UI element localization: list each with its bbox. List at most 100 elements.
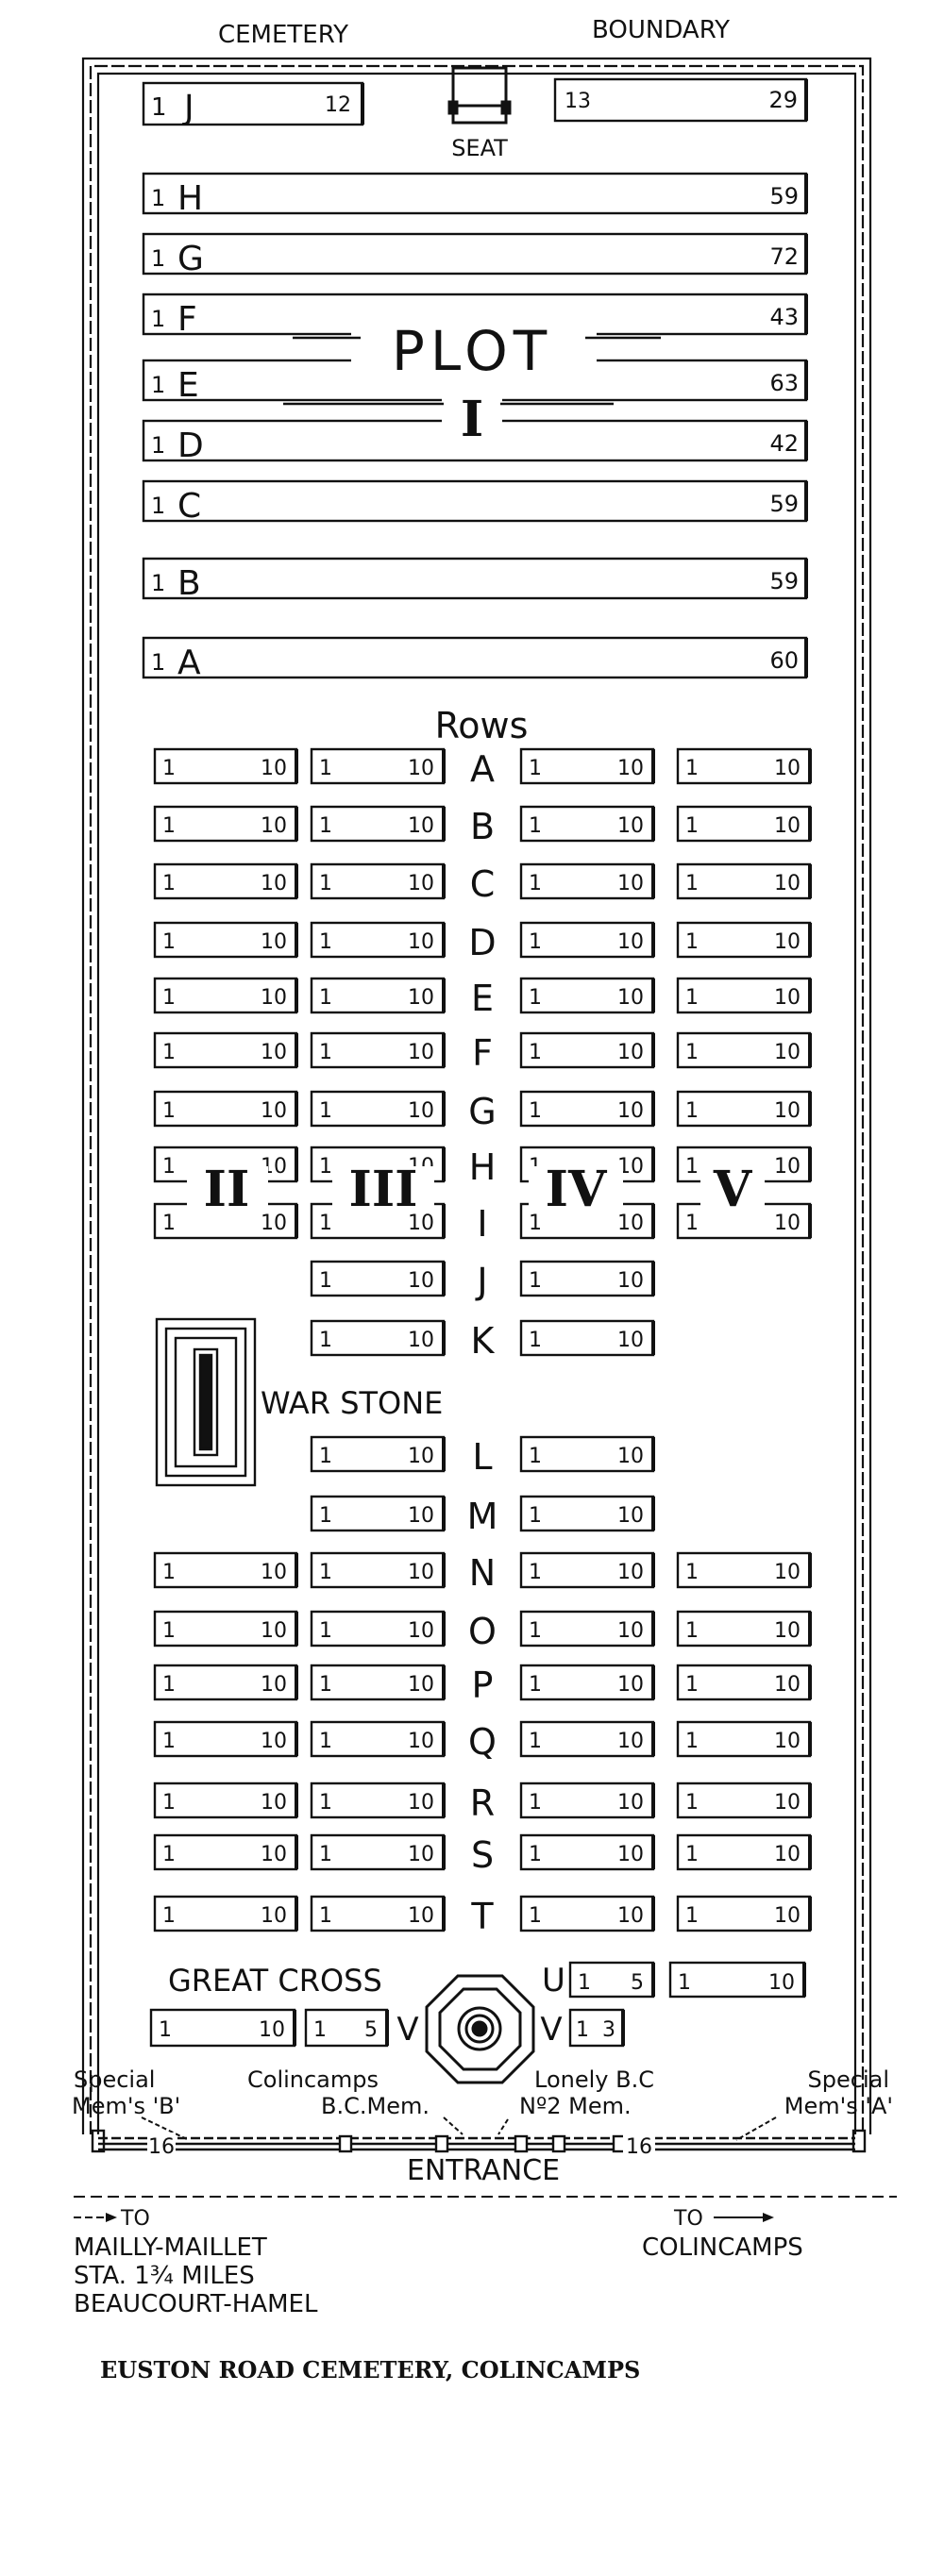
svg-text:G: G	[177, 240, 204, 278]
row-letter-j: J	[475, 1261, 487, 1302]
header-boundary: BOUNDARY	[592, 16, 730, 44]
svg-text:10: 10	[617, 986, 644, 1010]
svg-text:10: 10	[774, 872, 801, 895]
row-v: 1 10 1 5 V V 1 3	[149, 2008, 625, 2049]
svg-text:1: 1	[529, 1099, 542, 1123]
svg-text:10: 10	[261, 1730, 287, 1753]
row-letter-n: N	[469, 1552, 496, 1594]
svg-text:J: J	[182, 89, 194, 127]
svg-text:1: 1	[685, 1041, 699, 1064]
svg-text:10: 10	[617, 1041, 644, 1064]
row-letter-a: A	[470, 748, 495, 790]
svg-text:10: 10	[408, 1269, 434, 1293]
row-letter-r: R	[470, 1782, 495, 1824]
direction-left: TO MAILLY-MAILLET STA. 1¾ MILES BEAUCOUR…	[74, 2207, 318, 2318]
svg-text:1: 1	[529, 1329, 542, 1352]
svg-text:1: 1	[529, 1445, 542, 1468]
svg-text:10: 10	[261, 1561, 287, 1584]
svg-text:1: 1	[159, 2018, 172, 2042]
svg-text:10: 10	[774, 1155, 801, 1179]
row-letter-h: H	[469, 1146, 497, 1188]
svg-text:1: 1	[529, 1730, 542, 1753]
svg-text:1: 1	[685, 1730, 699, 1753]
svg-text:10: 10	[774, 1730, 801, 1753]
svg-text:10: 10	[261, 1212, 287, 1235]
svg-text:10: 10	[774, 930, 801, 954]
svg-text:59: 59	[769, 183, 799, 209]
svg-text:13: 13	[565, 90, 591, 113]
svg-text:1: 1	[319, 1212, 332, 1235]
svg-text:1: 1	[162, 986, 176, 1010]
svg-text:10: 10	[408, 1619, 434, 1643]
svg-text:1: 1	[529, 930, 542, 954]
svg-text:1: 1	[319, 1730, 332, 1753]
svg-text:10: 10	[261, 986, 287, 1010]
svg-text:59: 59	[769, 568, 799, 594]
svg-text:1: 1	[319, 1843, 332, 1866]
svg-text:Colincamps: Colincamps	[247, 2066, 379, 2093]
svg-text:Special: Special	[808, 2066, 889, 2093]
svg-text:10: 10	[259, 2018, 285, 2042]
svg-text:10: 10	[617, 1673, 644, 1697]
svg-text:1: 1	[529, 1561, 542, 1584]
svg-text:STA. 1¾ MILES: STA. 1¾ MILES	[74, 2262, 255, 2290]
svg-text:1: 1	[319, 930, 332, 954]
svg-text:1: 1	[151, 245, 165, 272]
svg-text:1: 1	[319, 1673, 332, 1697]
svg-text:12: 12	[325, 93, 351, 117]
svg-text:1: 1	[685, 1673, 699, 1697]
svg-text:1: 1	[529, 1791, 542, 1815]
svg-text:10: 10	[408, 872, 434, 895]
svg-text:10: 10	[408, 1843, 434, 1866]
svg-text:E: E	[177, 366, 199, 405]
row-letter-t: T	[470, 1896, 494, 1937]
special-memorials-b: Special Mem's 'B'	[72, 2066, 180, 2119]
svg-text:1: 1	[678, 1971, 691, 1995]
svg-text:1: 1	[319, 1619, 332, 1643]
row-letter-i: I	[477, 1203, 487, 1245]
plot-one-row-j-left: 1 J 12	[142, 81, 364, 127]
svg-text:1: 1	[319, 872, 332, 895]
svg-text:Mem's 'A': Mem's 'A'	[784, 2093, 893, 2119]
svg-text:10: 10	[617, 1329, 644, 1352]
plot-four-label: IV	[546, 1161, 608, 1218]
svg-text:10: 10	[408, 1561, 434, 1584]
boundary-count-left: 16	[148, 2135, 175, 2159]
svg-text:PLOT: PLOT	[392, 319, 552, 383]
svg-text:10: 10	[408, 1504, 434, 1528]
direction-right: TO COLINCAMPS	[642, 2207, 803, 2262]
svg-text:10: 10	[261, 1843, 287, 1866]
svg-text:1: 1	[319, 1904, 332, 1928]
svg-text:10: 10	[617, 1269, 644, 1293]
svg-text:1: 1	[162, 814, 176, 838]
svg-text:1: 1	[685, 1904, 699, 1928]
svg-text:1: 1	[151, 649, 165, 676]
svg-text:1: 1	[151, 432, 165, 459]
front-boundary-wall	[91, 2129, 867, 2153]
svg-text:5: 5	[631, 1971, 644, 1995]
svg-text:10: 10	[261, 1099, 287, 1123]
svg-text:10: 10	[408, 757, 434, 780]
plot-numerals: II III IV V	[187, 1161, 765, 1218]
svg-text:10: 10	[617, 1561, 644, 1584]
